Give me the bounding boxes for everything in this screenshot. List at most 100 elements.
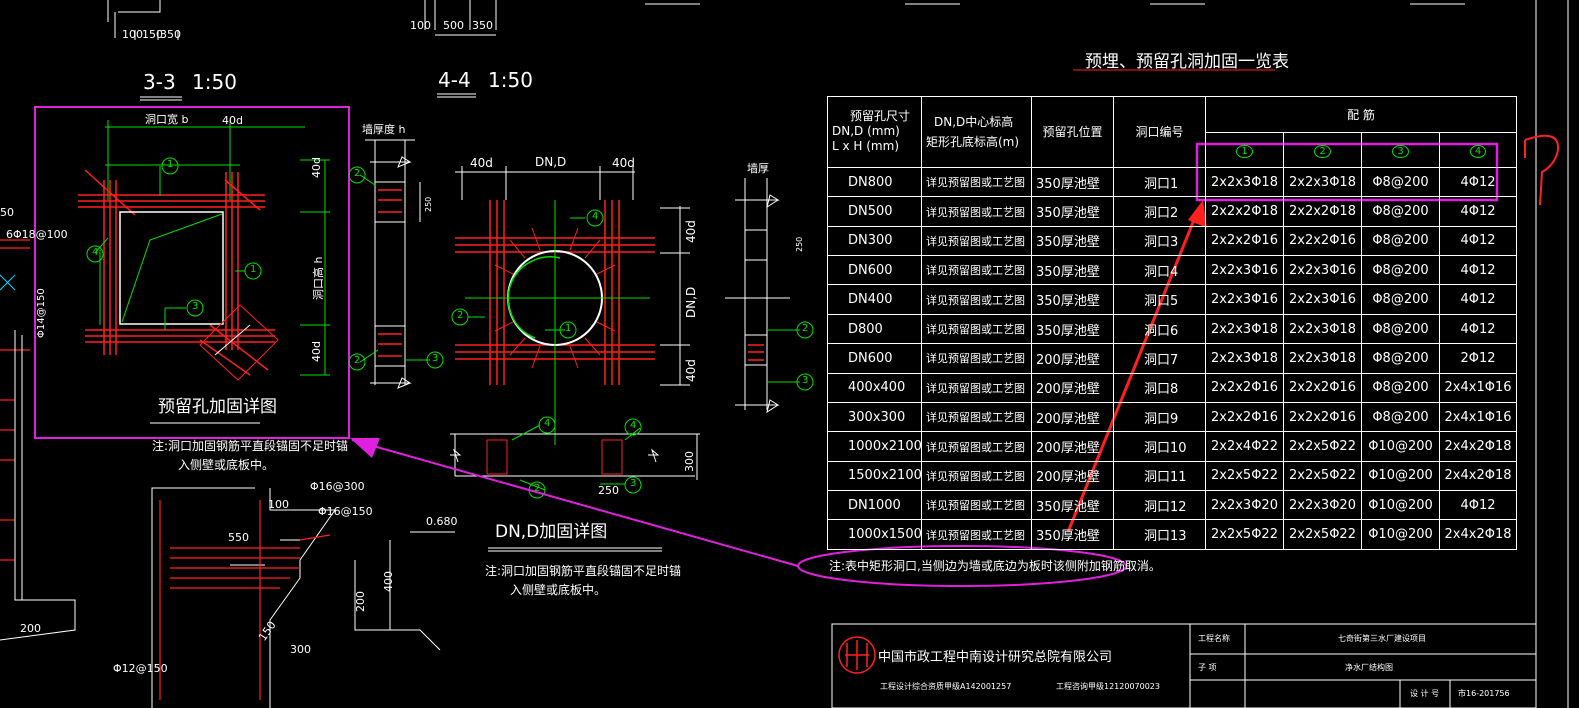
- cell-elevation: 详见预留图或工艺图: [921, 255, 1032, 286]
- rebar-col-3-num: 3: [1392, 144, 1409, 158]
- detail-4-dim-left: 40d: [470, 156, 493, 170]
- cell-rebar-4: 4Φ12: [1438, 225, 1518, 257]
- header-size-1: 预留孔尺寸: [850, 109, 911, 124]
- cell-position: 200厚池壁: [1031, 401, 1114, 433]
- cell-elevation: 详见预留图或工艺图: [921, 225, 1032, 257]
- header-rebar: 配 筋: [1204, 95, 1518, 134]
- cell-rebar-3: Φ8@200: [1361, 313, 1440, 345]
- cell-opening-no: 洞口3: [1113, 225, 1206, 257]
- bottom-wall-section: [450, 433, 700, 480]
- cell-rebar-1: 2x2x5Φ22: [1205, 519, 1284, 550]
- cell-rebar-4: 2x4x1Φ16: [1438, 372, 1518, 403]
- dim-upper-label: 40d: [310, 157, 323, 178]
- cell-elevation: 详见预留图或工艺图: [921, 196, 1032, 227]
- cell-rebar-3: Φ8@200: [1361, 372, 1440, 403]
- detail-3-title: 预留孔加固详图: [158, 397, 277, 417]
- company-name: 中国市政工程中南设计研究总院有限公司: [878, 650, 1113, 665]
- cell-position: 350厚池壁: [1031, 313, 1114, 345]
- cell-elevation: 详见预留图或工艺图: [921, 372, 1032, 403]
- detail-4-dim-mid: DN,D: [535, 155, 567, 169]
- design-no: 市16-201756: [1458, 689, 1510, 698]
- small-dim-a: 250: [424, 196, 433, 212]
- callout-num-3c: 3: [630, 478, 637, 489]
- cell-opening-no: 洞口9: [1113, 401, 1206, 433]
- cell-position: 350厚池壁: [1031, 490, 1114, 521]
- cell-rebar-3: Φ10@200: [1361, 460, 1440, 492]
- cell-size: DN800: [827, 166, 922, 198]
- header-size-2: DN,D (mm): [832, 124, 900, 139]
- highlight-box-detail: [34, 106, 350, 439]
- top-dim-150: 150: [142, 28, 163, 41]
- cell-elevation: 详见预留图或工艺图: [921, 343, 1032, 374]
- cell-rebar-4: 2x4x1Φ16: [1438, 401, 1518, 433]
- corner-dim-400: 400: [382, 571, 395, 592]
- detail-4-v-top: 40d: [684, 220, 698, 243]
- callout-num-4b: 4: [592, 211, 599, 222]
- cell-size: DN400: [827, 284, 922, 315]
- wall-dim-250: 250: [598, 484, 619, 497]
- cell-size: DN1000: [827, 490, 922, 521]
- cell-rebar-3: Φ10@200: [1361, 519, 1440, 550]
- cell-rebar-2: 2x2x5Φ22: [1283, 431, 1362, 462]
- corner-rebar-3: Φ12@150: [113, 662, 168, 675]
- top-dim-500: 500: [443, 19, 464, 32]
- opening-height-label: 洞口高 h: [312, 256, 325, 300]
- callout-num-2a: 2: [354, 168, 361, 179]
- cell-rebar-3: Φ8@200: [1361, 196, 1440, 227]
- cell-opening-no: 洞口10: [1113, 431, 1206, 462]
- detail-4-note-1: 注:洞口加固钢筋平直段锚固不足时锚: [485, 564, 682, 578]
- cell-elevation: 详见预留图或工艺图: [921, 519, 1032, 550]
- corner-rebar-2: Φ16@150: [318, 505, 373, 518]
- cell-position: 350厚池壁: [1031, 255, 1114, 286]
- cell-elevation: 详见预留图或工艺图: [921, 166, 1032, 198]
- cell-rebar-3: Φ8@200: [1361, 401, 1440, 433]
- corner-dim-200: 200: [354, 591, 367, 612]
- section-3-scale: 1:50: [192, 70, 237, 94]
- rebar-col-1-num: 1: [1236, 144, 1253, 158]
- cell-rebar-3: Φ8@200: [1361, 255, 1440, 286]
- rebar-col-1: 1: [1205, 132, 1284, 168]
- cell-rebar-2: 2x2x3Φ18: [1283, 313, 1362, 345]
- rebar-col-header-row: 1 2 3 4: [828, 132, 1518, 168]
- cell-rebar-4: 2Φ12: [1438, 343, 1518, 374]
- callout-num-2e: 2: [802, 323, 809, 334]
- table-title: 预埋、预留孔洞加固一览表: [1085, 52, 1289, 72]
- section-4-title: 4-4: [438, 68, 471, 92]
- cell-rebar-1: 2x2x3Φ16: [1205, 284, 1284, 315]
- project-name: 七奇街第三水厂建设项目: [1338, 634, 1426, 643]
- header-position: 预留孔位置: [1031, 96, 1114, 168]
- cell-elevation: 详见预留图或工艺图: [921, 313, 1032, 345]
- detail-4-dim-right: 40d: [612, 156, 635, 170]
- callout-num-4d: 4: [630, 420, 637, 431]
- wall-section-left: [365, 139, 421, 389]
- callout-num-3: 3: [192, 301, 199, 312]
- section-4-scale: 1:50: [488, 68, 533, 92]
- left-num-50: 50: [0, 206, 14, 219]
- cell-position: 350厚池壁: [1031, 225, 1114, 257]
- corner-detail: [151, 487, 455, 708]
- cell-opening-no: 洞口5: [1113, 284, 1206, 315]
- cell-size: 1000x1500: [827, 519, 922, 550]
- cell-rebar-4: 4Φ12: [1438, 196, 1518, 227]
- top-dimension-left: [107, 0, 179, 40]
- detail-4-note-2: 入侧壁或底板中。: [510, 583, 607, 597]
- cell-rebar-1: 2x2x4Φ22: [1205, 431, 1284, 462]
- cell-opening-no: 洞口12: [1113, 490, 1206, 521]
- top-dimension-mid: [424, 0, 497, 36]
- top-dim-350b: 350: [472, 19, 493, 32]
- cell-rebar-4: 2x4x2Φ18: [1438, 460, 1518, 492]
- callout-num-3d: 3: [802, 375, 809, 386]
- cell-rebar-1: 2x2x2Φ16: [1205, 225, 1284, 257]
- cell-rebar-4: 4Φ12: [1438, 313, 1518, 345]
- cell-position: 200厚池壁: [1031, 343, 1114, 374]
- cell-rebar-4: 4Φ12: [1438, 166, 1518, 198]
- cell-size: DN600: [827, 255, 922, 286]
